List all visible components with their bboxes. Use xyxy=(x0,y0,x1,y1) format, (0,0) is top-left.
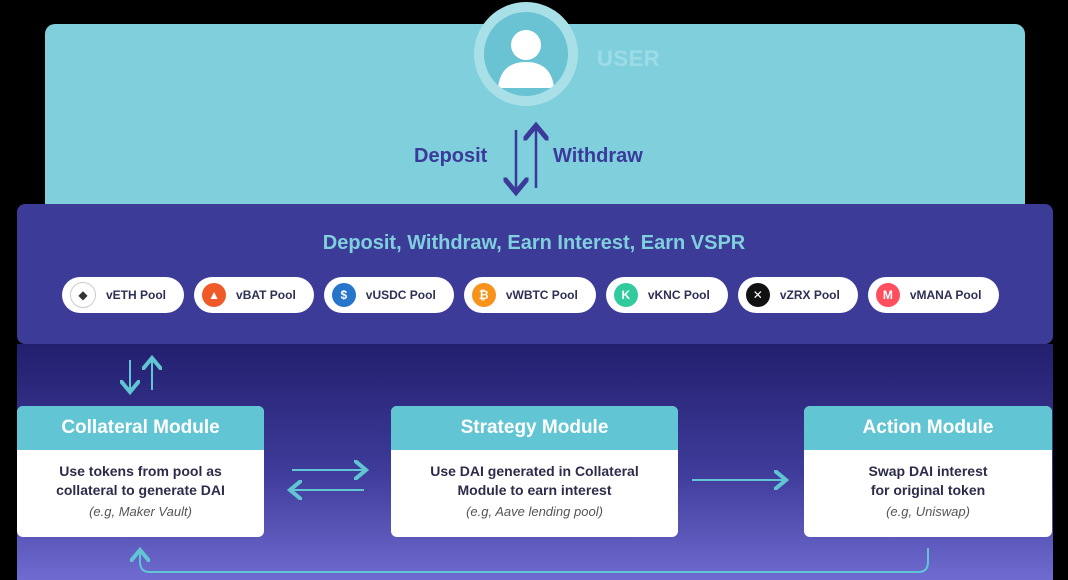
user-icon xyxy=(484,12,568,96)
pool-panel xyxy=(17,204,1053,344)
strategy-module-title: Strategy Module xyxy=(391,406,678,450)
pool-list: ◆ vETH Pool ▲ vBAT Pool $ vUSDC Pool ₿ v… xyxy=(62,277,1000,313)
collateral-module-example: (e.g, Maker Vault) xyxy=(89,504,192,519)
pool-item-vzrx[interactable]: ✕ vZRX Pool xyxy=(737,277,858,313)
knc-icon: K xyxy=(613,283,638,307)
collateral-module-title: Collateral Module xyxy=(17,406,264,450)
pool-item-vmana[interactable]: M vMANA Pool xyxy=(867,277,1000,313)
zrx-icon: ✕ xyxy=(745,283,770,307)
pool-label: vKNC Pool xyxy=(647,288,710,302)
collateral-module-desc-line1: Use tokens from pool as xyxy=(59,463,222,479)
mana-icon: M xyxy=(875,283,900,307)
pool-panel-heading: Deposit, Withdraw, Earn Interest, Earn V… xyxy=(322,232,746,254)
pool-label: vZRX Pool xyxy=(779,288,840,302)
action-module-title: Action Module xyxy=(804,406,1052,450)
strategy-module-desc-line2: Module to earn interest xyxy=(457,482,612,498)
pool-item-veth[interactable]: ◆ vETH Pool xyxy=(62,277,185,313)
action-module-desc-line1: Swap DAI interest xyxy=(868,463,988,479)
ethereum-icon: ◆ xyxy=(70,282,96,308)
action-module-desc-line2: for original token xyxy=(870,482,986,498)
pool-item-vknc[interactable]: K vKNC Pool xyxy=(605,277,728,313)
strategy-module: Strategy Module Use DAI generated in Col… xyxy=(391,406,678,537)
deposit-label: Deposit xyxy=(414,145,488,167)
wbtc-icon: ₿ xyxy=(471,283,496,307)
pool-item-vbat[interactable]: ▲ vBAT Pool xyxy=(194,277,314,313)
pool-label: vWBTC Pool xyxy=(505,288,578,302)
strategy-module-example: (e.g, Aave lending pool) xyxy=(466,504,603,519)
withdraw-label: Withdraw xyxy=(553,145,643,167)
pool-label: vMANA Pool xyxy=(909,288,982,302)
collateral-module: Collateral Module Use tokens from pool a… xyxy=(17,406,264,537)
pool-label: vETH Pool xyxy=(106,288,167,302)
usdc-icon: $ xyxy=(331,283,356,307)
pool-label: vUSDC Pool xyxy=(365,288,436,302)
pool-item-vusdc[interactable]: $ vUSDC Pool xyxy=(323,277,454,313)
action-module-example: (e.g, Uniswap) xyxy=(886,504,970,519)
collateral-module-desc-line2: collateral to generate DAI xyxy=(56,482,225,498)
strategy-module-desc-line1: Use DAI generated in Collateral xyxy=(430,463,639,479)
user-label: USER xyxy=(597,46,661,71)
bat-icon: ▲ xyxy=(202,283,227,307)
action-module: Action Module Swap DAI interest for orig… xyxy=(804,406,1052,537)
pool-label: vBAT Pool xyxy=(236,288,296,302)
pool-item-vwbtc[interactable]: ₿ vWBTC Pool xyxy=(463,277,596,313)
